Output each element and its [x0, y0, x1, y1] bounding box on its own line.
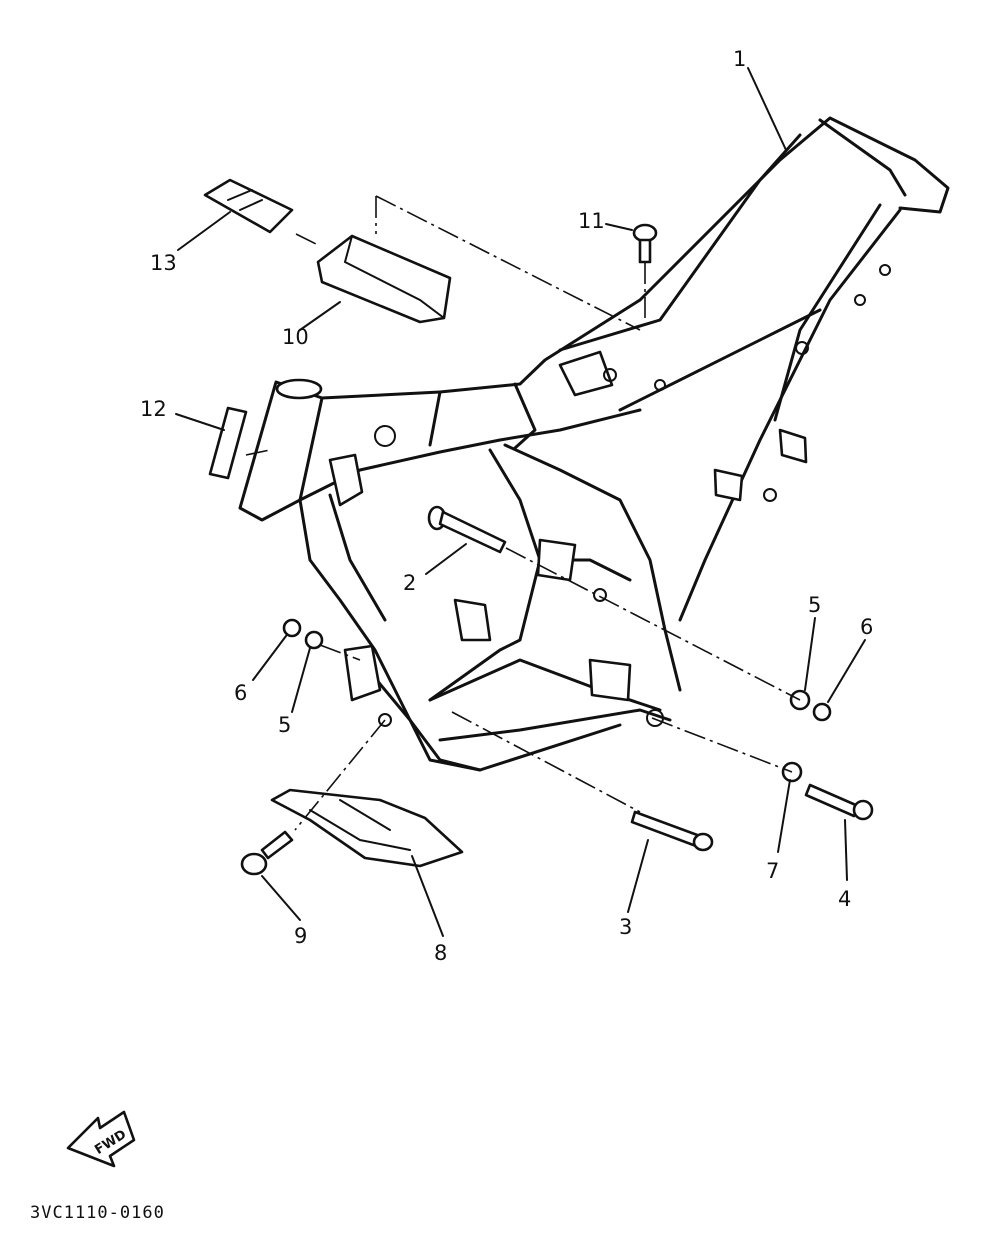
callout-1: 1: [733, 47, 746, 71]
callout-9: 9: [294, 924, 307, 948]
callout-3: 3: [619, 915, 632, 939]
assembly-lines: [245, 195, 801, 831]
part-9-bolt: [240, 830, 294, 876]
callout-4: 4: [838, 887, 851, 911]
drawing-code: 3VC1110-0160: [30, 1203, 165, 1223]
callout-2: 2: [403, 571, 416, 595]
callout-10: 10: [282, 325, 309, 349]
main-frame: [238, 116, 950, 772]
leader-lines: [175, 67, 866, 937]
part-11-bolt: [632, 223, 658, 264]
callout-11: 11: [578, 209, 605, 233]
part-3-bolt: [630, 810, 714, 852]
callout-13: 13: [150, 251, 177, 275]
part-8-skid-plate: [270, 788, 464, 868]
part-6-nut-right: [812, 702, 832, 722]
part-10-cover: [316, 234, 452, 324]
callout-7: 7: [766, 859, 779, 883]
part-2-bolt: [427, 505, 507, 554]
callout-numbers: 1 2 3 4 5 5 6 6 7 8 9 10 11 12 13: [140, 47, 873, 965]
callout-8: 8: [434, 941, 447, 965]
callout-5-left: 5: [278, 713, 291, 737]
callout-6-right: 6: [860, 615, 873, 639]
part-6-nut-left: [282, 618, 302, 638]
callout-5-right: 5: [808, 593, 821, 617]
callout-12: 12: [140, 397, 167, 421]
part-5-washer-left: [304, 630, 324, 650]
part-12-tape: [208, 406, 248, 480]
fwd-arrow-icon: FWD: [66, 1110, 136, 1168]
part-4-bolt: [804, 783, 874, 821]
callout-6-left: 6: [234, 681, 247, 705]
